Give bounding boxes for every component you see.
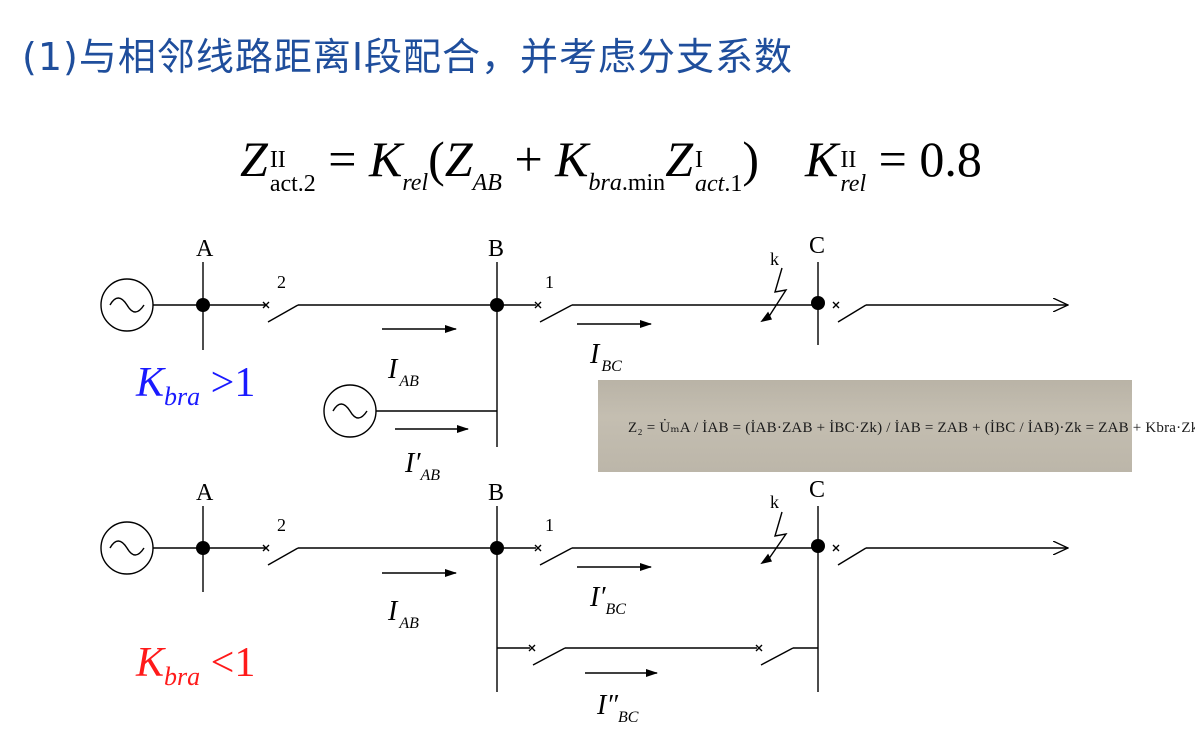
bottom-breaker-c-blade: [837, 547, 867, 566]
top-node-b: [490, 298, 504, 312]
formula-zact-sub: act.1: [695, 172, 742, 196]
top-breaker-2-blade: [267, 304, 299, 323]
formula-zact-sub-b: .1: [724, 171, 743, 198]
bottom-label-breaker-2: 2: [277, 515, 286, 535]
top-label-bus-c: C: [809, 233, 825, 259]
top-source2-wave: [332, 403, 368, 419]
bottom-label-breaker-1: 1: [545, 515, 554, 535]
formula-krel-sub: rel: [840, 171, 867, 198]
bottom-breaker-1-blade: [539, 547, 573, 566]
formula-z-sup: II: [269, 147, 286, 174]
note-equation-text: Z₂ = U̇ₘA / İAB = (İAB·ZAB + İBC·Zk) / İ…: [628, 420, 1195, 436]
formula-plus: +: [501, 131, 556, 187]
bottom-parallel-breaker-b-blade: [532, 647, 566, 666]
top-label-breaker-1: 1: [545, 272, 554, 292]
formula-krel-value: = 0.8: [866, 131, 982, 187]
formula-k: K: [369, 131, 403, 187]
bottom-fault-arrowhead: [760, 553, 773, 565]
formula-zab: Z: [444, 131, 473, 187]
top-fault-symbol: [767, 267, 788, 319]
bottom-label-i-bc-dprime: I″BC: [596, 690, 639, 726]
bottom-parallel-breaker-b-x: [528, 644, 536, 652]
top-node-c: [811, 296, 825, 310]
bottom-label-bus-a: A: [196, 480, 214, 506]
bottom-breaker-1-x: [534, 544, 542, 552]
formula-open-paren: (: [428, 131, 445, 187]
top-breaker-2-x: [262, 301, 270, 309]
bottom-node-b: [490, 541, 504, 555]
bottom-breaker-c-x: [832, 544, 840, 552]
bottom-node-c: [811, 539, 825, 553]
formula-close-paren: ): [742, 131, 759, 187]
top-label-i-ab-prime: I′AB: [404, 448, 440, 484]
formula-kbra: K: [555, 131, 589, 187]
formula-kbra-sub-min: .min: [621, 170, 666, 196]
formula-krel-sup: II: [840, 147, 857, 174]
bottom-label-bus-c: C: [809, 477, 825, 503]
bottom-parallel-breaker-c-blade: [760, 647, 794, 666]
top-breaker-1-blade: [539, 304, 573, 323]
formula-kbra-sub: bra: [588, 170, 622, 196]
formula-k-sub: rel: [402, 170, 429, 196]
bottom-parallel-breaker-c-x: [755, 644, 763, 652]
top-source-wave: [109, 297, 145, 313]
bottom-label-fault: k: [770, 492, 779, 512]
bottom-fault-symbol: [767, 511, 788, 561]
formula-zact: Z: [665, 131, 693, 187]
top-breaker-c-blade: [837, 304, 867, 323]
formula-z: Z: [240, 131, 268, 187]
top-label-bus-b: B: [488, 236, 504, 262]
formula-equals: =: [315, 131, 369, 187]
bottom-breaker-2-x: [262, 544, 270, 552]
top-label-fault: k: [770, 249, 779, 269]
top-kbra-label: Kbra >1: [135, 360, 255, 411]
formula-zab-sub: AB: [472, 170, 502, 196]
top-label-bus-a: A: [196, 236, 214, 262]
top-label-breaker-2: 2: [277, 272, 286, 292]
photo-note-equation: Z₂ = U̇ₘA / İAB = (İAB·ZAB + İBC·Zk) / İ…: [598, 380, 1195, 472]
bottom-label-i-bc-prime: I′BC: [589, 582, 626, 618]
slide-title: (1)与相邻线路距离Ⅰ段配合，并考虑分支系数: [22, 35, 794, 79]
top-breaker-c-x: [832, 301, 840, 309]
bottom-kbra-label: Kbra <1: [135, 640, 255, 691]
bottom-label-bus-b: B: [488, 480, 504, 506]
bottom-node-a: [196, 541, 210, 555]
formula-z-sub: act.2: [269, 171, 316, 198]
formula-krel: K: [804, 131, 839, 187]
top-breaker-1-x: [534, 301, 542, 309]
bottom-diagram: [100, 506, 1068, 692]
formula-zact-sup: I: [695, 147, 703, 174]
top-fault-arrowhead: [760, 311, 773, 323]
bottom-source-wave: [109, 540, 145, 556]
bottom-breaker-2-blade: [267, 547, 299, 566]
formula-zact-sub-a: act: [695, 171, 725, 198]
top-node-a: [196, 298, 210, 312]
